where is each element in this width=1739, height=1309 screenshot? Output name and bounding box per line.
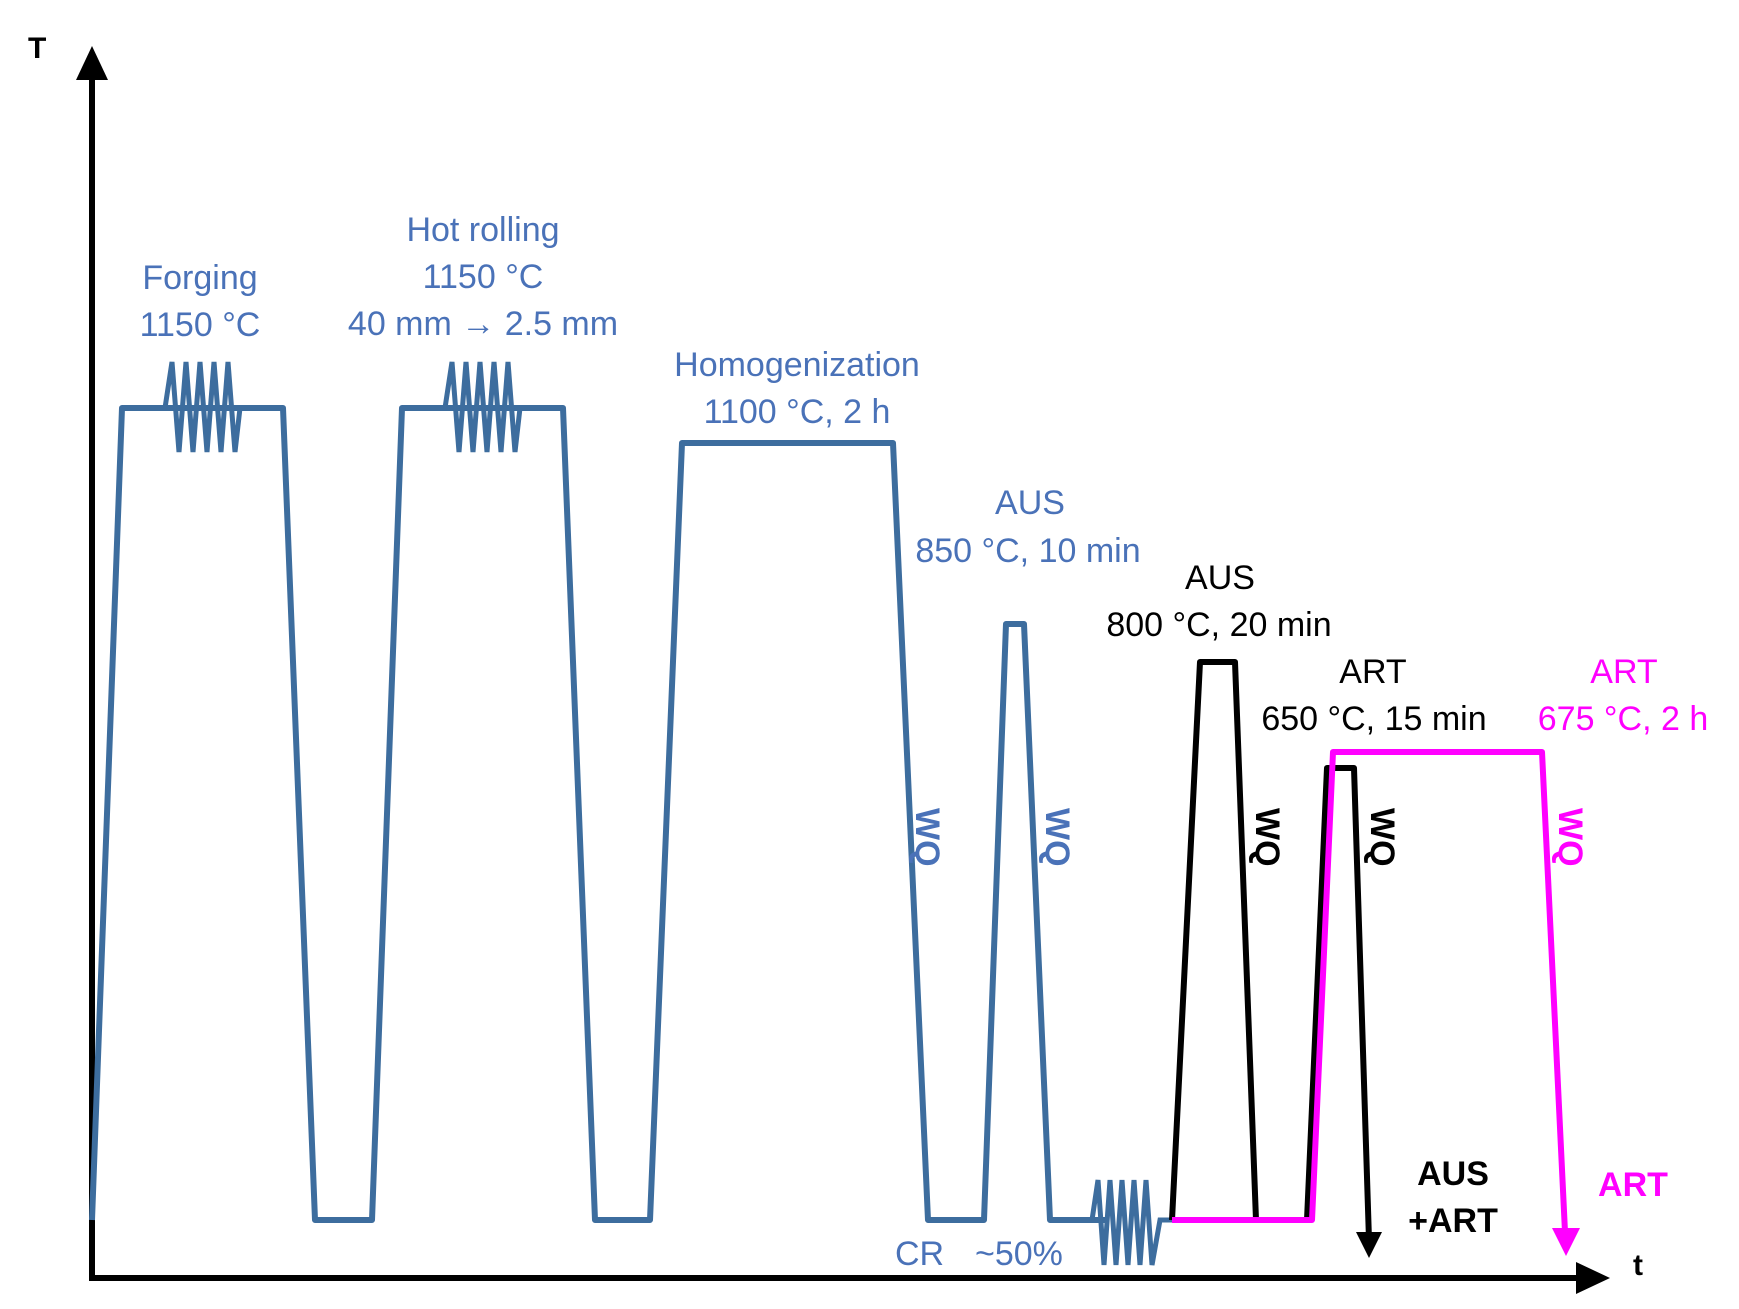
hot-rolling-deformation-coil [442,361,523,453]
aus1-condition: 850 °C, 10 min [915,532,1140,570]
magenta-art-curve [1172,749,1580,1256]
y-axis-label: T [28,32,46,65]
forging-deformation-coil [162,361,243,453]
wq-labels: WQ WQ WQ WQ WQ [908,808,1589,867]
aus1-title: AUS [995,484,1065,522]
wq-label-1: WQ [908,808,946,867]
wq-label-3: WQ [1248,808,1286,867]
blue-curve-path [89,405,1106,1223]
homogenization-condition: 1100 °C, 2 h [704,393,891,431]
ausart-arrowhead [1356,1232,1382,1258]
cr-amount: ~50% [975,1235,1063,1273]
route-ausart-line1: AUS [1417,1155,1489,1193]
homogenization-title: Homogenization [674,346,920,384]
cr-label: CR [895,1235,944,1273]
art-arrowhead [1552,1228,1580,1256]
blue-process-curve [89,361,1172,1266]
cold-rolling-deformation-coil [1089,1179,1172,1266]
x-axis-label: t [1633,1249,1643,1282]
forging-title: Forging [142,259,257,297]
art2-condition: 675 °C, 2 h [1538,700,1708,738]
magenta-curve-path [1172,749,1568,1233]
wq-label-5: WQ [1551,808,1589,867]
blue-labels: Forging 1150 °C Hot rolling 1150 °C 40 m… [140,211,1141,1273]
art1-title: ART [1339,653,1406,691]
aus2-condition: 800 °C, 20 min [1106,606,1331,644]
black-curve-path [1169,659,1372,1241]
axes: T t [28,32,1643,1294]
hot-rolling-temp: 1150 °C [423,258,544,296]
magenta-labels: ART 675 °C, 2 h ART [1538,653,1708,1204]
art1-condition: 650 °C, 15 min [1261,700,1486,738]
black-labels: AUS 800 °C, 20 min ART 650 °C, 15 min AU… [1106,559,1498,1240]
wq-label-4: WQ [1363,808,1401,867]
y-axis-arrowhead [76,46,108,80]
art2-title: ART [1590,653,1657,691]
wq-label-2: WQ [1038,808,1076,867]
hot-rolling-reduction: 40 mm → 2.5 mm [348,305,618,343]
forging-temp: 1150 °C [140,306,261,344]
hot-rolling-title: Hot rolling [406,211,559,249]
x-axis-arrowhead [1576,1262,1610,1294]
route-art-label: ART [1598,1166,1668,1204]
aus2-title: AUS [1185,559,1255,597]
route-ausart-line2: +ART [1408,1202,1498,1240]
